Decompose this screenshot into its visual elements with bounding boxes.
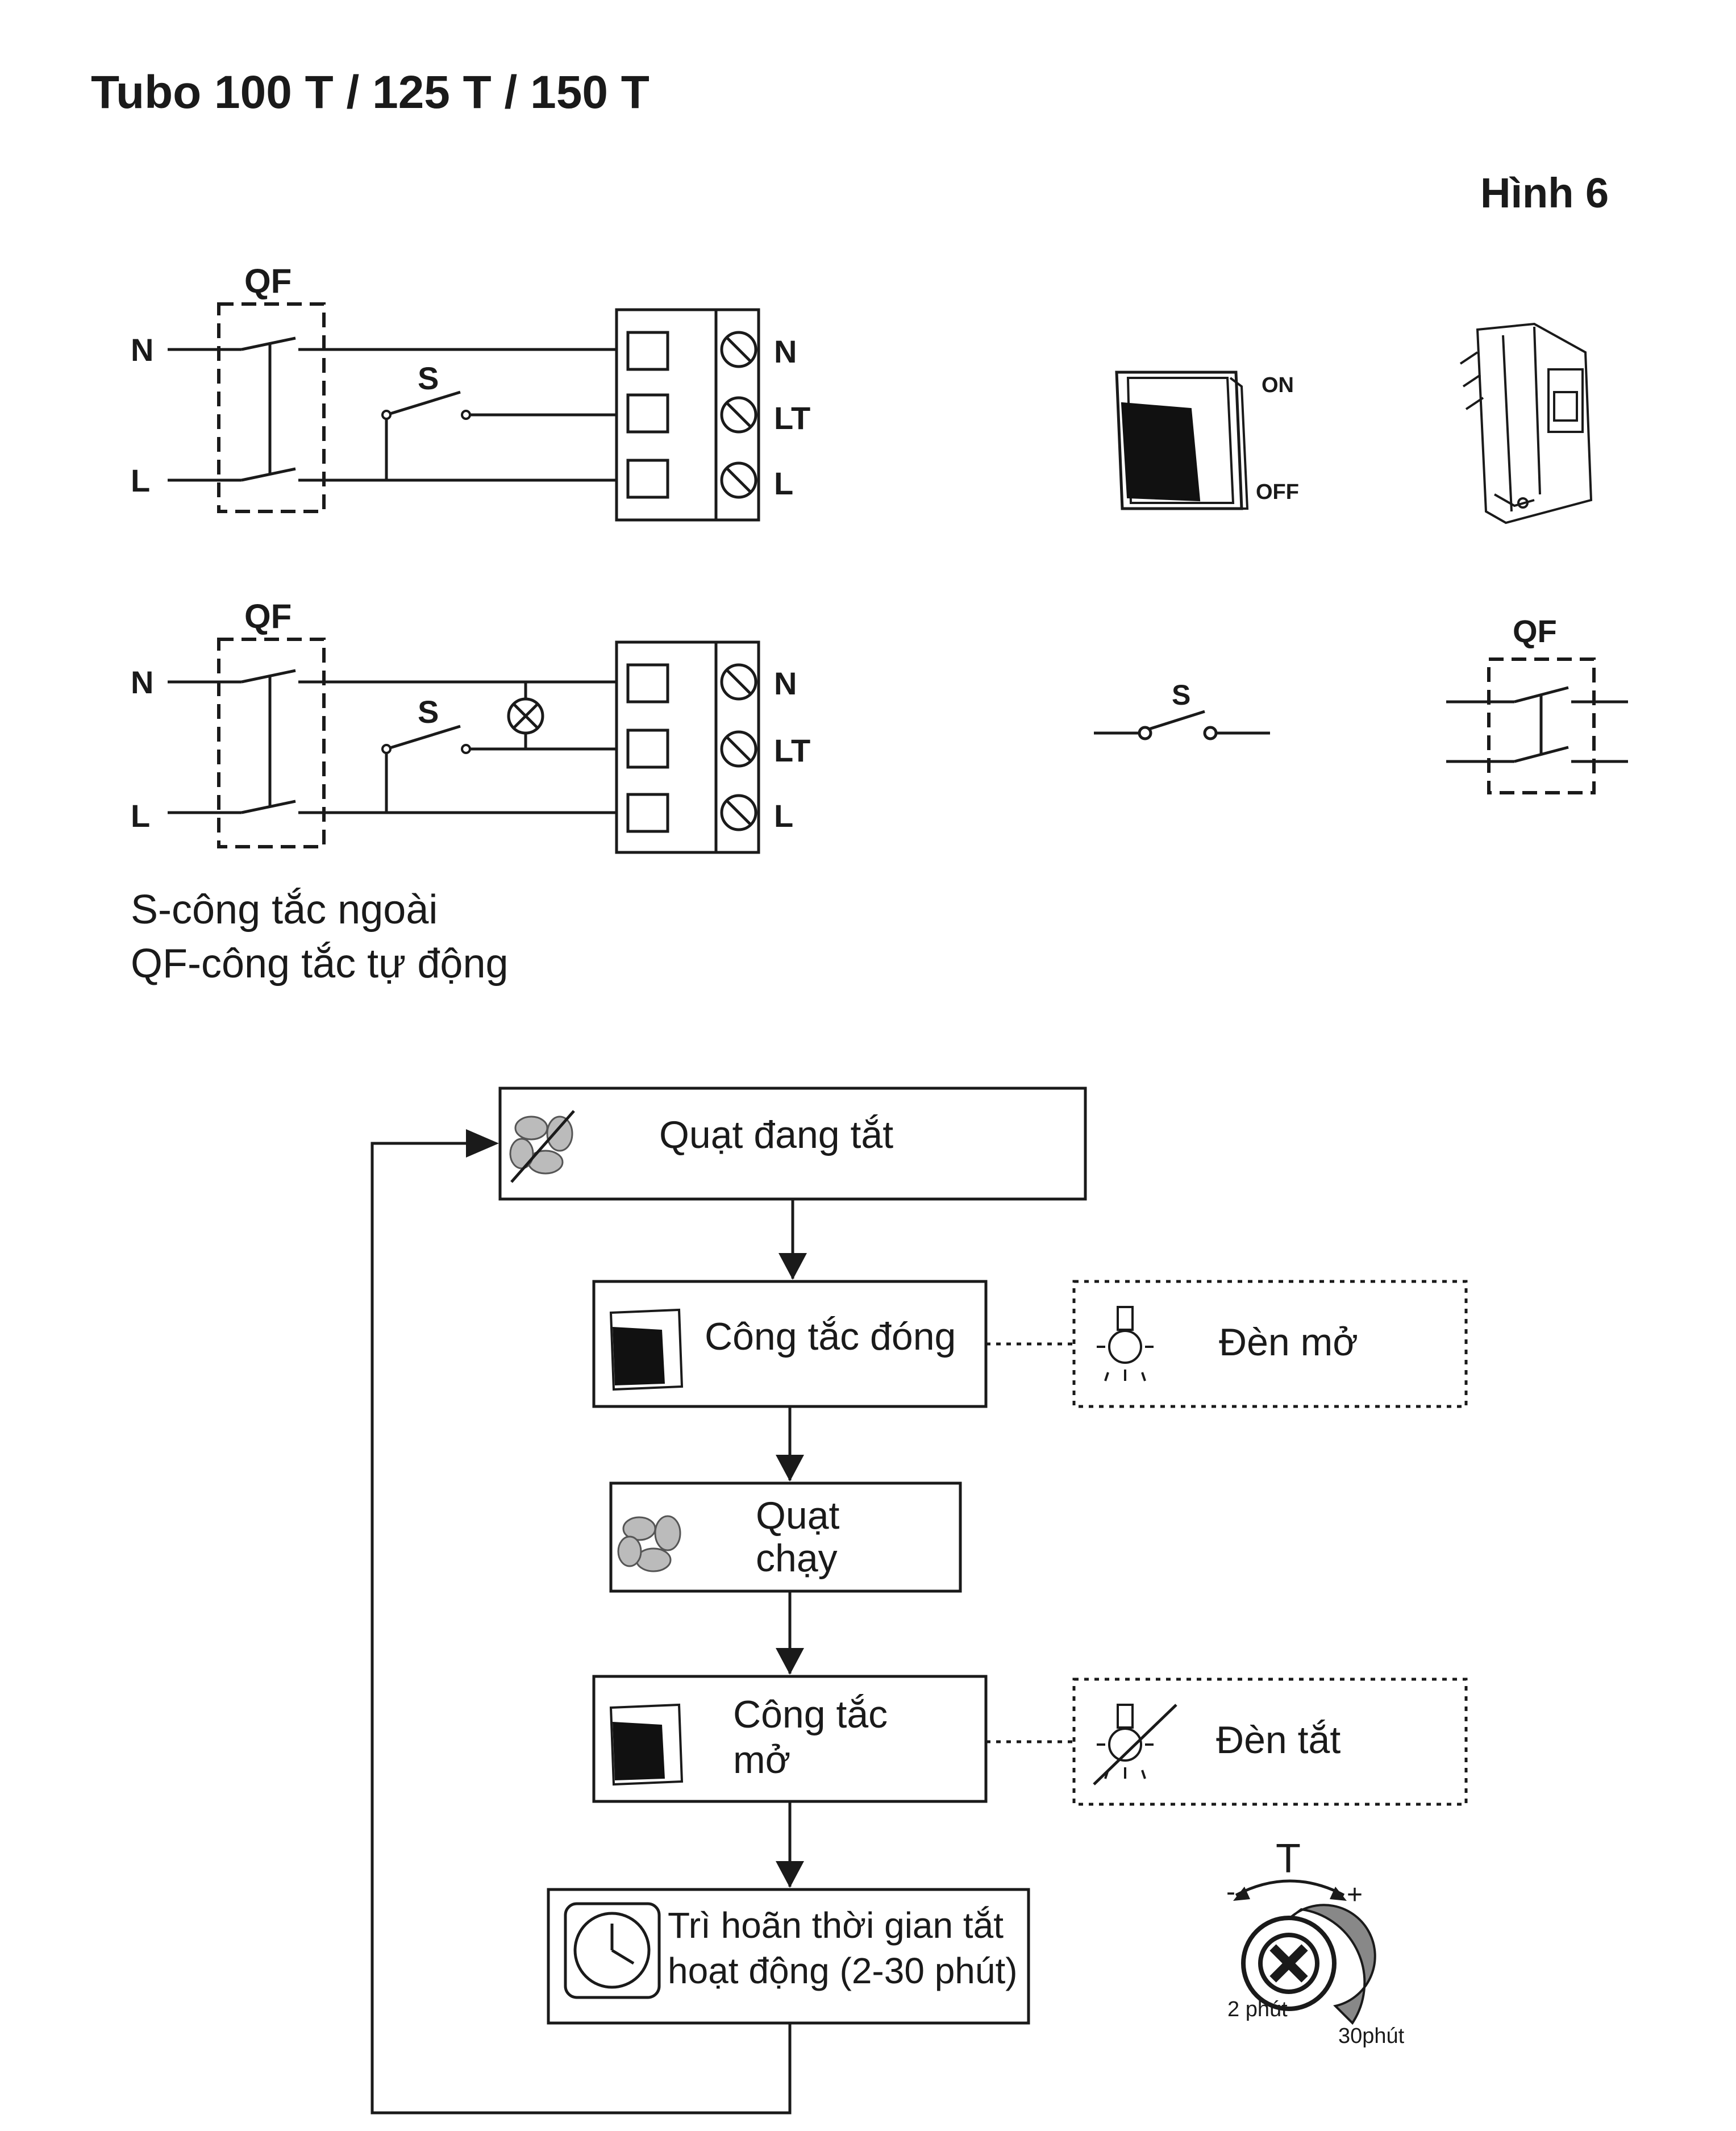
flow-side-light-on xyxy=(1072,1280,1468,1408)
timer-minus-label: - xyxy=(1226,1877,1235,1907)
circuit-breaker-icon xyxy=(1459,322,1593,525)
s-label: S xyxy=(418,360,439,396)
flow-step4-line2: mở xyxy=(733,1738,790,1782)
wiring-diagram-1: QF N L S N LT L xyxy=(131,262,810,522)
flow-step5-line1: Trì hoãn thời gian tắt xyxy=(668,1905,1004,1946)
qf-breaker-box xyxy=(217,302,326,513)
input-n-label: N xyxy=(131,664,153,700)
switch-icon xyxy=(609,1703,684,1786)
rocker-switch-icon xyxy=(1115,371,1249,510)
flow-step3-line2: chạy xyxy=(756,1537,838,1580)
timer-plus-label: + xyxy=(1347,1880,1363,1910)
terminal-n-label: N xyxy=(774,334,797,369)
wiring-diagram-2: QF N L S N LT L xyxy=(131,597,810,854)
terminal-lt-label: LT xyxy=(774,400,810,436)
qf-label: QF xyxy=(244,597,292,635)
flow-step2-label: Công tắc đóng xyxy=(705,1315,956,1358)
flow-step-switch-open xyxy=(592,1675,988,1803)
qf-breaker-box xyxy=(217,638,326,848)
input-n-label: N xyxy=(131,332,153,368)
input-l-label: L xyxy=(131,798,150,834)
flowchart: Quạt đang tắt Công tắc đóng Đèn mở Quạt … xyxy=(370,1087,1468,2115)
flow-step1-label: Quạt đang tắt xyxy=(659,1113,893,1156)
flow-step-fan-off xyxy=(498,1087,1087,1201)
flow-side-light-off xyxy=(1072,1678,1468,1806)
switch-icon xyxy=(609,1308,684,1391)
qf-breaker-symbol xyxy=(1446,657,1628,794)
terminal-l-label: L xyxy=(774,798,793,834)
fan-running-icon xyxy=(617,1515,681,1572)
terminal-n-label: N xyxy=(774,665,797,701)
switch-on-label: ON xyxy=(1262,373,1294,397)
flow-step-fan-running xyxy=(609,1481,962,1593)
fan-off-icon xyxy=(509,1110,575,1183)
light-bulb-off-icon xyxy=(1093,1704,1177,1785)
flow-step3-line1: Quạt xyxy=(756,1494,840,1537)
timer-knob-icon xyxy=(1233,1879,1376,2025)
symbol-s-label: S xyxy=(1172,679,1190,711)
s-label: S xyxy=(418,694,439,730)
switch-off-label: OFF xyxy=(1256,480,1299,504)
timer-max-label: 30phút xyxy=(1338,2024,1405,2048)
page-title: Tubo 100 T / 125 T / 150 T xyxy=(91,66,650,118)
light-bulb-on-icon xyxy=(1097,1306,1154,1381)
symbol-qf-label: QF xyxy=(1513,613,1557,649)
qf-label: QF xyxy=(244,262,292,300)
timer-min-label: 2 phút xyxy=(1227,1997,1288,2021)
terminal-l-label: L xyxy=(774,465,793,501)
flow-step4-side-label: Đèn tắt xyxy=(1216,1718,1340,1762)
flow-step-delay xyxy=(547,1888,1030,2025)
input-l-label: L xyxy=(131,463,150,498)
terminal-lt-label: LT xyxy=(774,732,810,768)
clock-icon xyxy=(564,1902,661,1999)
legend-s: S-công tắc ngoài xyxy=(131,887,438,933)
flow-step4-line1: Công tắc xyxy=(733,1693,888,1736)
flow-step2-side-label: Đèn mở xyxy=(1219,1321,1358,1364)
timer-t-label: T xyxy=(1276,1836,1301,1882)
flow-step5-line2: hoạt động (2-30 phút) xyxy=(668,1950,1018,1991)
legend-qf: QF-công tắc tự động xyxy=(131,941,509,987)
figure-label: Hình 6 xyxy=(1480,169,1609,217)
s-switch-symbol xyxy=(1094,710,1270,740)
